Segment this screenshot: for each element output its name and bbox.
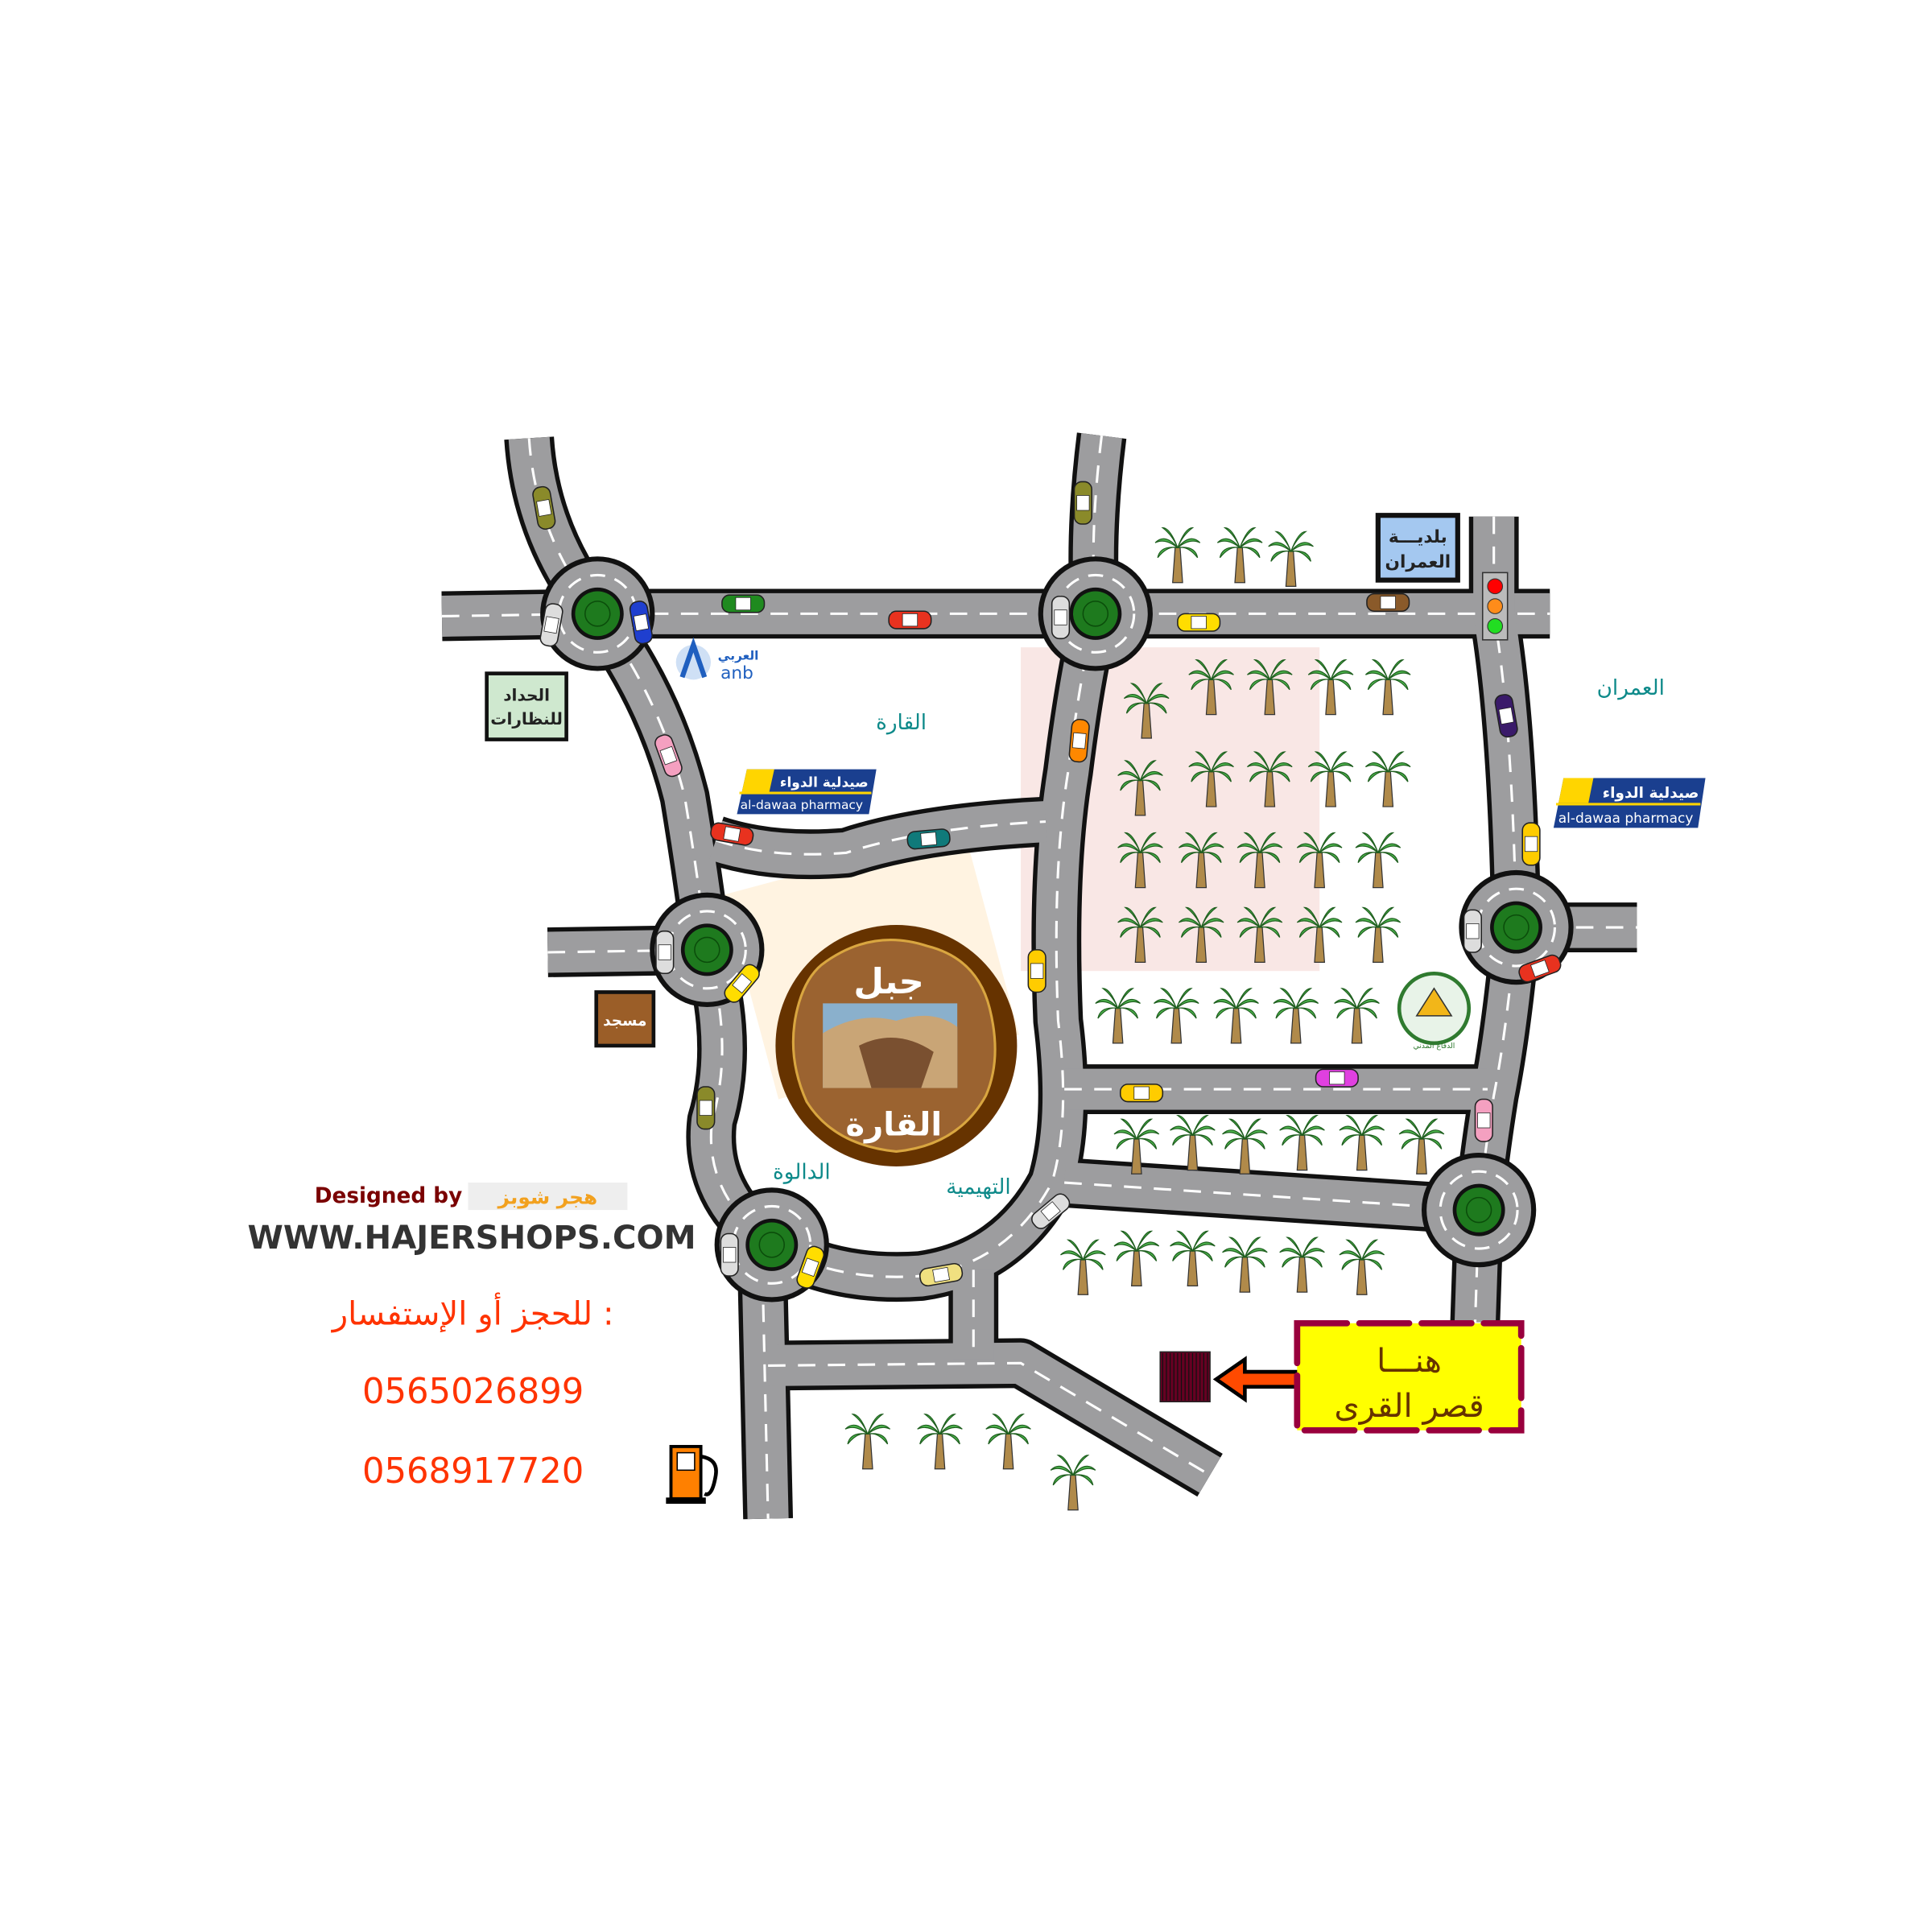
palm-tree-icon	[1398, 1118, 1445, 1174]
palm-tree-icon	[1169, 1114, 1216, 1171]
car-icon	[710, 822, 754, 846]
car-icon	[906, 828, 951, 850]
palm-tree-icon	[1050, 1455, 1096, 1511]
traffic-light-icon	[1481, 572, 1509, 641]
car-icon	[1073, 481, 1092, 525]
palm-tree-icon	[1059, 1239, 1106, 1295]
car-icon	[1518, 954, 1562, 983]
destination-marker	[1159, 1351, 1211, 1403]
palm-tree-icon	[1221, 1118, 1268, 1174]
palm-tree-icon	[1355, 832, 1402, 889]
car-icon	[1119, 1084, 1164, 1103]
palm-tree-icon	[985, 1414, 1032, 1470]
destination-box: هنـــا قصر القرى	[1294, 1319, 1525, 1434]
palm-tree-icon	[1213, 988, 1260, 1044]
palm-tree-icon	[1095, 988, 1141, 1044]
municipality-line1: بلديـــة	[1389, 527, 1447, 547]
fuel-pump-icon	[666, 1444, 718, 1505]
optics-line2: للنظارات	[490, 709, 563, 729]
car-icon	[919, 1262, 964, 1287]
optics-line1: الحداد	[503, 686, 550, 705]
pharmacy-name-ar: صيدلية الدواء	[1603, 785, 1699, 802]
car-icon	[720, 1232, 739, 1277]
designed-by-label: Designed by	[315, 1184, 462, 1208]
cars	[532, 481, 1562, 1289]
palm-tree-icon	[1268, 530, 1315, 587]
road	[767, 1342, 1221, 1493]
car-icon	[696, 1086, 716, 1130]
phone-number-1[interactable]: 0565026899	[362, 1372, 584, 1412]
destination-name: قصر القرى	[1334, 1388, 1484, 1425]
palm-tree-icon	[1113, 1230, 1160, 1287]
mountain-label-bottom: القارة	[845, 1106, 942, 1143]
car-icon	[1068, 718, 1090, 763]
palm-tree-icon	[1339, 1114, 1385, 1171]
car-icon	[796, 1245, 825, 1289]
mount-qara-landmark: جبل القارة	[775, 924, 1018, 1166]
palm-tree-icon	[917, 1414, 963, 1470]
pharmacy-name-ar: صيدلية الدواء	[780, 774, 869, 791]
car-icon	[721, 594, 766, 613]
brand-logo-text: هجر شوبز	[497, 1185, 597, 1209]
pharmacy-name-en: al-dawaa pharmacy	[741, 798, 863, 812]
car-icon	[629, 601, 653, 645]
mountain-label-top: جبل	[853, 962, 924, 1002]
palm-tree-icon	[1216, 527, 1263, 584]
destination-here: هنـــا	[1377, 1343, 1442, 1380]
bank-name-ar: العربي	[718, 649, 759, 664]
municipality-line2: العمران	[1385, 552, 1451, 572]
district-label-omran: العمران	[1597, 676, 1665, 700]
contact-label: للحجز أو الإستفسار :	[331, 1292, 614, 1332]
palm-tree-icon	[1279, 1114, 1325, 1171]
credits: Designed by هجر شوبز WWW.HAJERSHOPS.COM …	[248, 1183, 696, 1492]
car-icon	[532, 485, 556, 530]
car-icon	[1463, 909, 1482, 953]
palm-tree-icon	[1169, 1230, 1216, 1287]
palm-tree-icon	[1364, 658, 1411, 716]
car-icon	[1521, 822, 1541, 866]
palm-tree-icon	[1279, 1236, 1325, 1293]
palm-tree-icon	[1273, 988, 1319, 1044]
car-icon	[1031, 1193, 1071, 1229]
district-label-dalwa: الدالوة	[773, 1160, 831, 1184]
optics-shop-sign: الحداد للنظارات	[485, 671, 568, 741]
palm-tree-icon	[1153, 988, 1199, 1044]
car-icon	[1027, 949, 1046, 993]
car-icon	[539, 603, 564, 647]
anb-bank-logo: العربي anb	[675, 637, 759, 683]
car-icon	[724, 964, 760, 1003]
arrow-left-icon	[1212, 1356, 1302, 1403]
car-icon	[1494, 694, 1518, 738]
roundabouts	[540, 556, 1574, 1302]
pharmacy-logo-2: صيدلية الدواء al-dawaa pharmacy	[1553, 778, 1706, 828]
palm-tree-icon	[1355, 906, 1402, 963]
palm-tree-icon	[1154, 527, 1201, 584]
civil-defense-emblem: الدفاع المدني	[1397, 971, 1472, 1051]
bank-name-en: anb	[720, 663, 753, 683]
palm-tree-icon	[1334, 988, 1381, 1044]
pharmacy-name-en: al-dawaa pharmacy	[1558, 811, 1694, 827]
car-icon	[1315, 1068, 1359, 1088]
website-url[interactable]: WWW.HAJERSHOPS.COM	[248, 1220, 696, 1257]
municipality-sign: بلديـــة العمران	[1375, 513, 1460, 583]
palm-tree-icon	[1339, 1239, 1385, 1295]
mosque-label: مسجد	[603, 1013, 646, 1030]
car-icon	[1177, 613, 1221, 632]
pharmacy-logo: صيدلية الدواء al-dawaa pharmacy	[737, 769, 877, 815]
car-icon	[655, 930, 675, 975]
phone-number-2[interactable]: 0568917720	[362, 1451, 584, 1492]
car-icon	[1474, 1098, 1493, 1142]
car-icon	[888, 610, 932, 630]
palm-tree-icon	[1364, 751, 1411, 807]
car-icon	[1051, 595, 1071, 640]
district-label-qara: القارة	[876, 711, 927, 735]
car-icon	[1366, 592, 1410, 613]
mosque-sign: مسجد	[594, 990, 656, 1048]
civil-defense-label: الدفاع المدني	[1413, 1042, 1455, 1051]
palm-tree-icon	[844, 1414, 891, 1470]
district-label-tuhaimiya: التهيمية	[946, 1175, 1010, 1199]
palm-tree-icon	[1221, 1236, 1268, 1293]
car-icon	[654, 734, 683, 778]
